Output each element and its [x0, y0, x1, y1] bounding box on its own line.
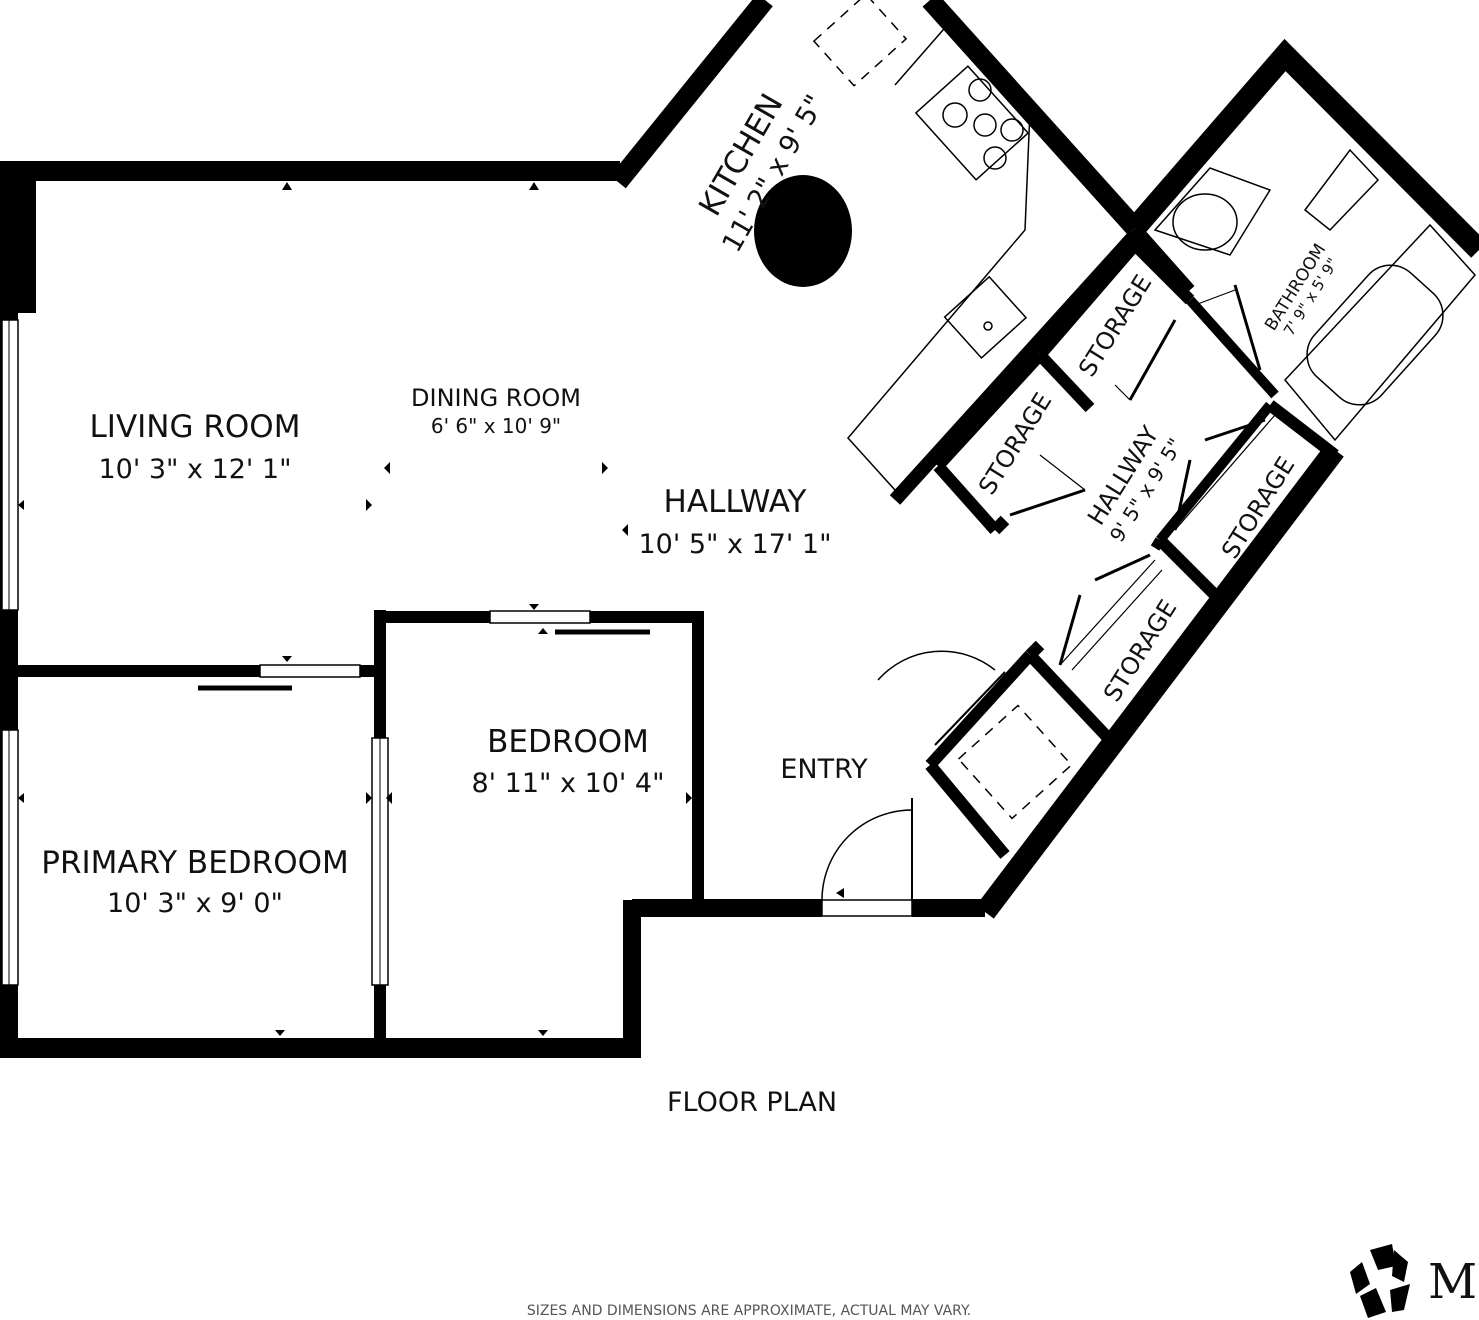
primary-bedroom-dim: 10' 3" x 9' 0" [107, 888, 283, 919]
brand-text: Ma [1428, 1254, 1479, 1310]
measurement-markers [18, 182, 844, 1036]
doors [198, 284, 1276, 917]
dining-table-icon [754, 175, 852, 287]
bathroom-fixtures [1153, 148, 1476, 442]
closet-dashed-area [957, 704, 1073, 820]
hallway-name: HALLWAY [664, 484, 807, 520]
brand-logo: Ma [1350, 1244, 1479, 1318]
dining-room-dim: 6' 6" x 10' 9" [431, 414, 561, 438]
disclaimer-text: SIZES AND DIMENSIONS ARE APPROXIMATE, AC… [527, 1303, 971, 1319]
bedroom-dim: 8' 11" x 10' 4" [471, 768, 664, 799]
windows [1, 319, 389, 986]
bedroom-name: BEDROOM [487, 724, 649, 760]
hallway-dim: 10' 5" x 17' 1" [638, 529, 831, 560]
walls [0, 0, 1479, 1058]
entry-name: ENTRY [780, 754, 868, 785]
living-room-dim: 10' 3" x 12' 1" [98, 454, 291, 485]
primary-bedroom-name: PRIMARY BEDROOM [41, 845, 349, 881]
dining-room-name: DINING ROOM [411, 384, 581, 412]
logo-star-icon [1350, 1244, 1410, 1318]
living-room-name: LIVING ROOM [90, 409, 301, 445]
kitchen-fixtures [754, 0, 1031, 491]
plan-title: FLOOR PLAN [667, 1087, 837, 1118]
